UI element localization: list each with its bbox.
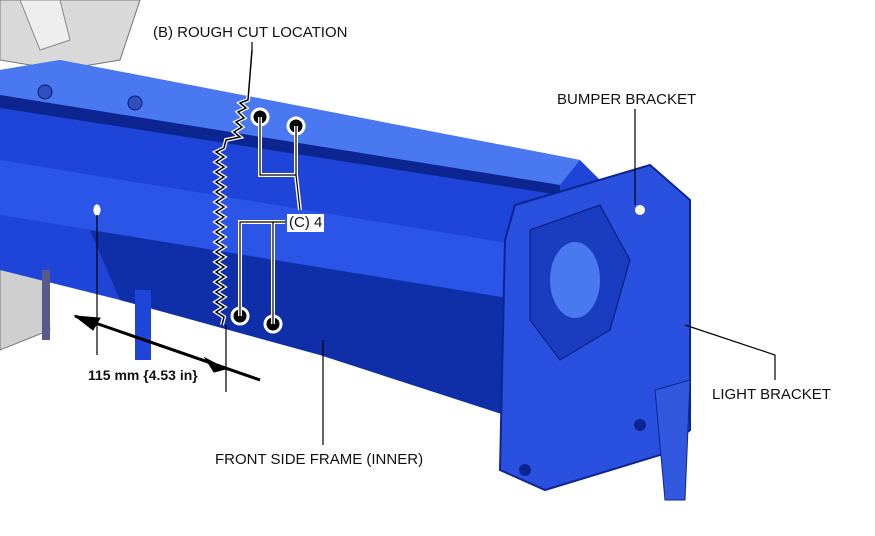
rough-cut-label: (B) ROUGH CUT LOCATION: [153, 24, 348, 42]
vehicle-body-grey: [0, 0, 141, 351]
light-bracket-label: LIGHT BRACKET: [712, 386, 831, 404]
bumper-bracket-label: BUMPER BRACKET: [557, 91, 697, 109]
front-side-frame-label: FRONT SIDE FRAME (INNER): [215, 451, 424, 469]
bumper-bracket: [498, 163, 691, 501]
c-marker-label: (C) 4: [287, 214, 325, 232]
dimension-arrow: [73, 314, 261, 382]
front-side-frame: [0, 60, 600, 430]
dimension-label: 115 mm {4.53 in}: [88, 367, 198, 383]
weld-markers: [230, 107, 306, 334]
